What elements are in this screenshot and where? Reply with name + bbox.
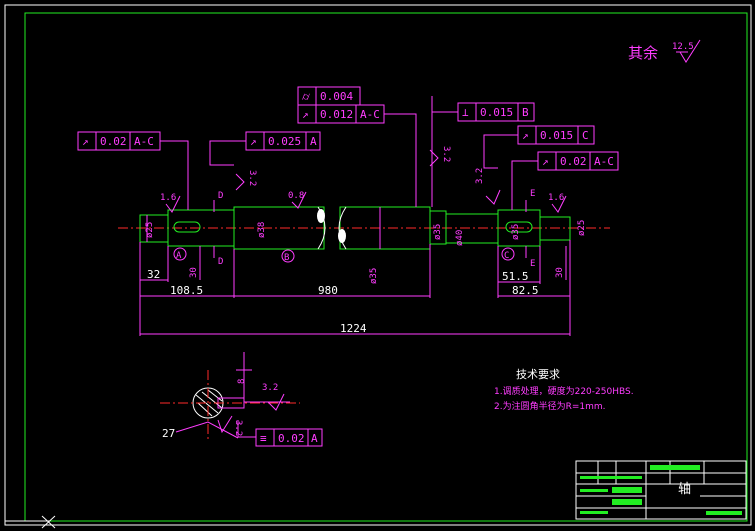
dim-1224: 1224 [340,322,367,335]
section-e-bottom: E [530,259,535,269]
shaft-break [317,206,347,250]
shaft-outline [139,206,571,250]
svg-text:A-C: A-C [360,108,380,121]
tolerance-frame-7: ↗ 0.02 A-C [511,151,619,210]
technical-requirements: 技术要求 1.调质处理，硬度为220-250HBS. 2.为注圆角半径为R=1m… [494,368,634,412]
roughness-right-face: 3.2 [441,146,451,162]
surface-finish-label: 其余 [628,44,658,62]
tolerance-frame-4: ↗ 0.012 A-C [297,104,417,207]
dia-middle: ø35 [369,268,379,284]
tolerance-frame-5: ⊥ 0.015 B [431,96,535,207]
tech-title: 技术要求 [516,368,560,381]
datum-markers: A B C [173,247,515,263]
svg-text:↗: ↗ [522,129,529,142]
svg-text:0.004: 0.004 [320,90,353,103]
tech-item-2: 2.为注圆角半径为R=1mm. [494,400,606,412]
dia-right-end: ø25 [577,220,587,236]
roughness-left-shoulder: 3.2 [247,170,257,186]
svg-text:B: B [522,106,529,119]
svg-text:0.02: 0.02 [278,432,305,445]
section-depth: 27 [162,427,175,440]
horizontal-dimensions: 32 108.5 980 51.5 82.5 1224 [139,240,571,336]
svg-text:0.012: 0.012 [320,108,353,121]
tolerance-frame-6: ↗ 0.015 C [483,125,595,169]
roughness-right-collar: 1.6 [548,193,564,203]
roughness-left-journal: 1.6 [160,193,176,203]
svg-text:0.015: 0.015 [540,129,573,142]
dim-82-5: 82.5 [512,284,539,297]
svg-text:↗: ↗ [82,135,89,148]
diameter-labels: ø25 ø38 ø35 ø35 ø40 ø35 ø25 [145,207,587,284]
keyway-section: 8 3.2 27 3.2 [160,352,300,440]
svg-text:0.02: 0.02 [100,135,127,148]
svg-text:A-C: A-C [134,135,154,148]
dia-right-journal: ø35 [511,224,521,240]
svg-text:C: C [582,129,589,142]
datum-b: B [284,253,289,263]
svg-text:A: A [310,135,317,148]
roughness-marks: 1.6 3.2 0.8 3.2 1.6 3.2 [160,146,567,213]
svg-text:⌭: ⌭ [302,90,310,103]
keyway-depth-right: 30 [555,267,565,278]
dim-108-5: 108.5 [170,284,203,297]
keyway-width: 8 [237,379,247,384]
tolerance-frame-8: ≡ 0.02 A [237,420,323,447]
part-name: 轴 [678,482,691,497]
datum-a: A [176,251,182,261]
dim-980: 980 [318,284,338,297]
tolerance-frame-1: ↗ 0.02 A-C [77,131,189,210]
title-block: 轴 [575,460,747,520]
svg-text:0.015: 0.015 [480,106,513,119]
datum-c: C [504,251,509,261]
svg-text:⊥: ⊥ [462,106,469,119]
tech-item-1: 1.调质处理，硬度为220-250HBS. [494,385,634,397]
surface-finish-note: 其余 12.5 [628,39,701,63]
keyway-depth-left: 30 [189,267,199,278]
dim-51-5: 51.5 [502,270,529,283]
inner-frame [24,12,748,522]
surface-finish-value: 12.5 [672,42,694,52]
section-d-bottom: D [218,257,223,267]
svg-text:≡: ≡ [260,432,267,445]
corner-mark [5,515,56,529]
outer-frame [4,4,752,526]
dia-shoulder: ø35 [433,224,443,240]
tolerance-frame-2: ↗ 0.025 A [209,131,321,166]
section-letters: D D E E [213,189,535,269]
section-roughness: 3.2 [262,383,278,393]
svg-text:↗: ↗ [302,108,309,121]
svg-text:0.025: 0.025 [268,135,301,148]
keyway-depth-dims: 30 30 [189,246,567,280]
svg-text:↗: ↗ [250,135,257,148]
dia-left-end: ø25 [145,222,155,238]
svg-text:0.02: 0.02 [560,155,587,168]
dia-collar: ø40 [455,230,465,246]
section-e-top: E [530,189,535,199]
section-d-top: D [218,191,223,201]
svg-text:A-C: A-C [594,155,614,168]
svg-text:A: A [311,432,318,445]
roughness-middle: 0.8 [288,191,304,201]
dia-left-journal: ø38 [257,222,267,238]
tolerance-frame-3: ⌭ 0.004 [297,86,361,106]
svg-text:↗: ↗ [542,155,549,168]
roughness-right-shoulder: 3.2 [475,168,485,184]
dim-32: 32 [147,268,160,281]
